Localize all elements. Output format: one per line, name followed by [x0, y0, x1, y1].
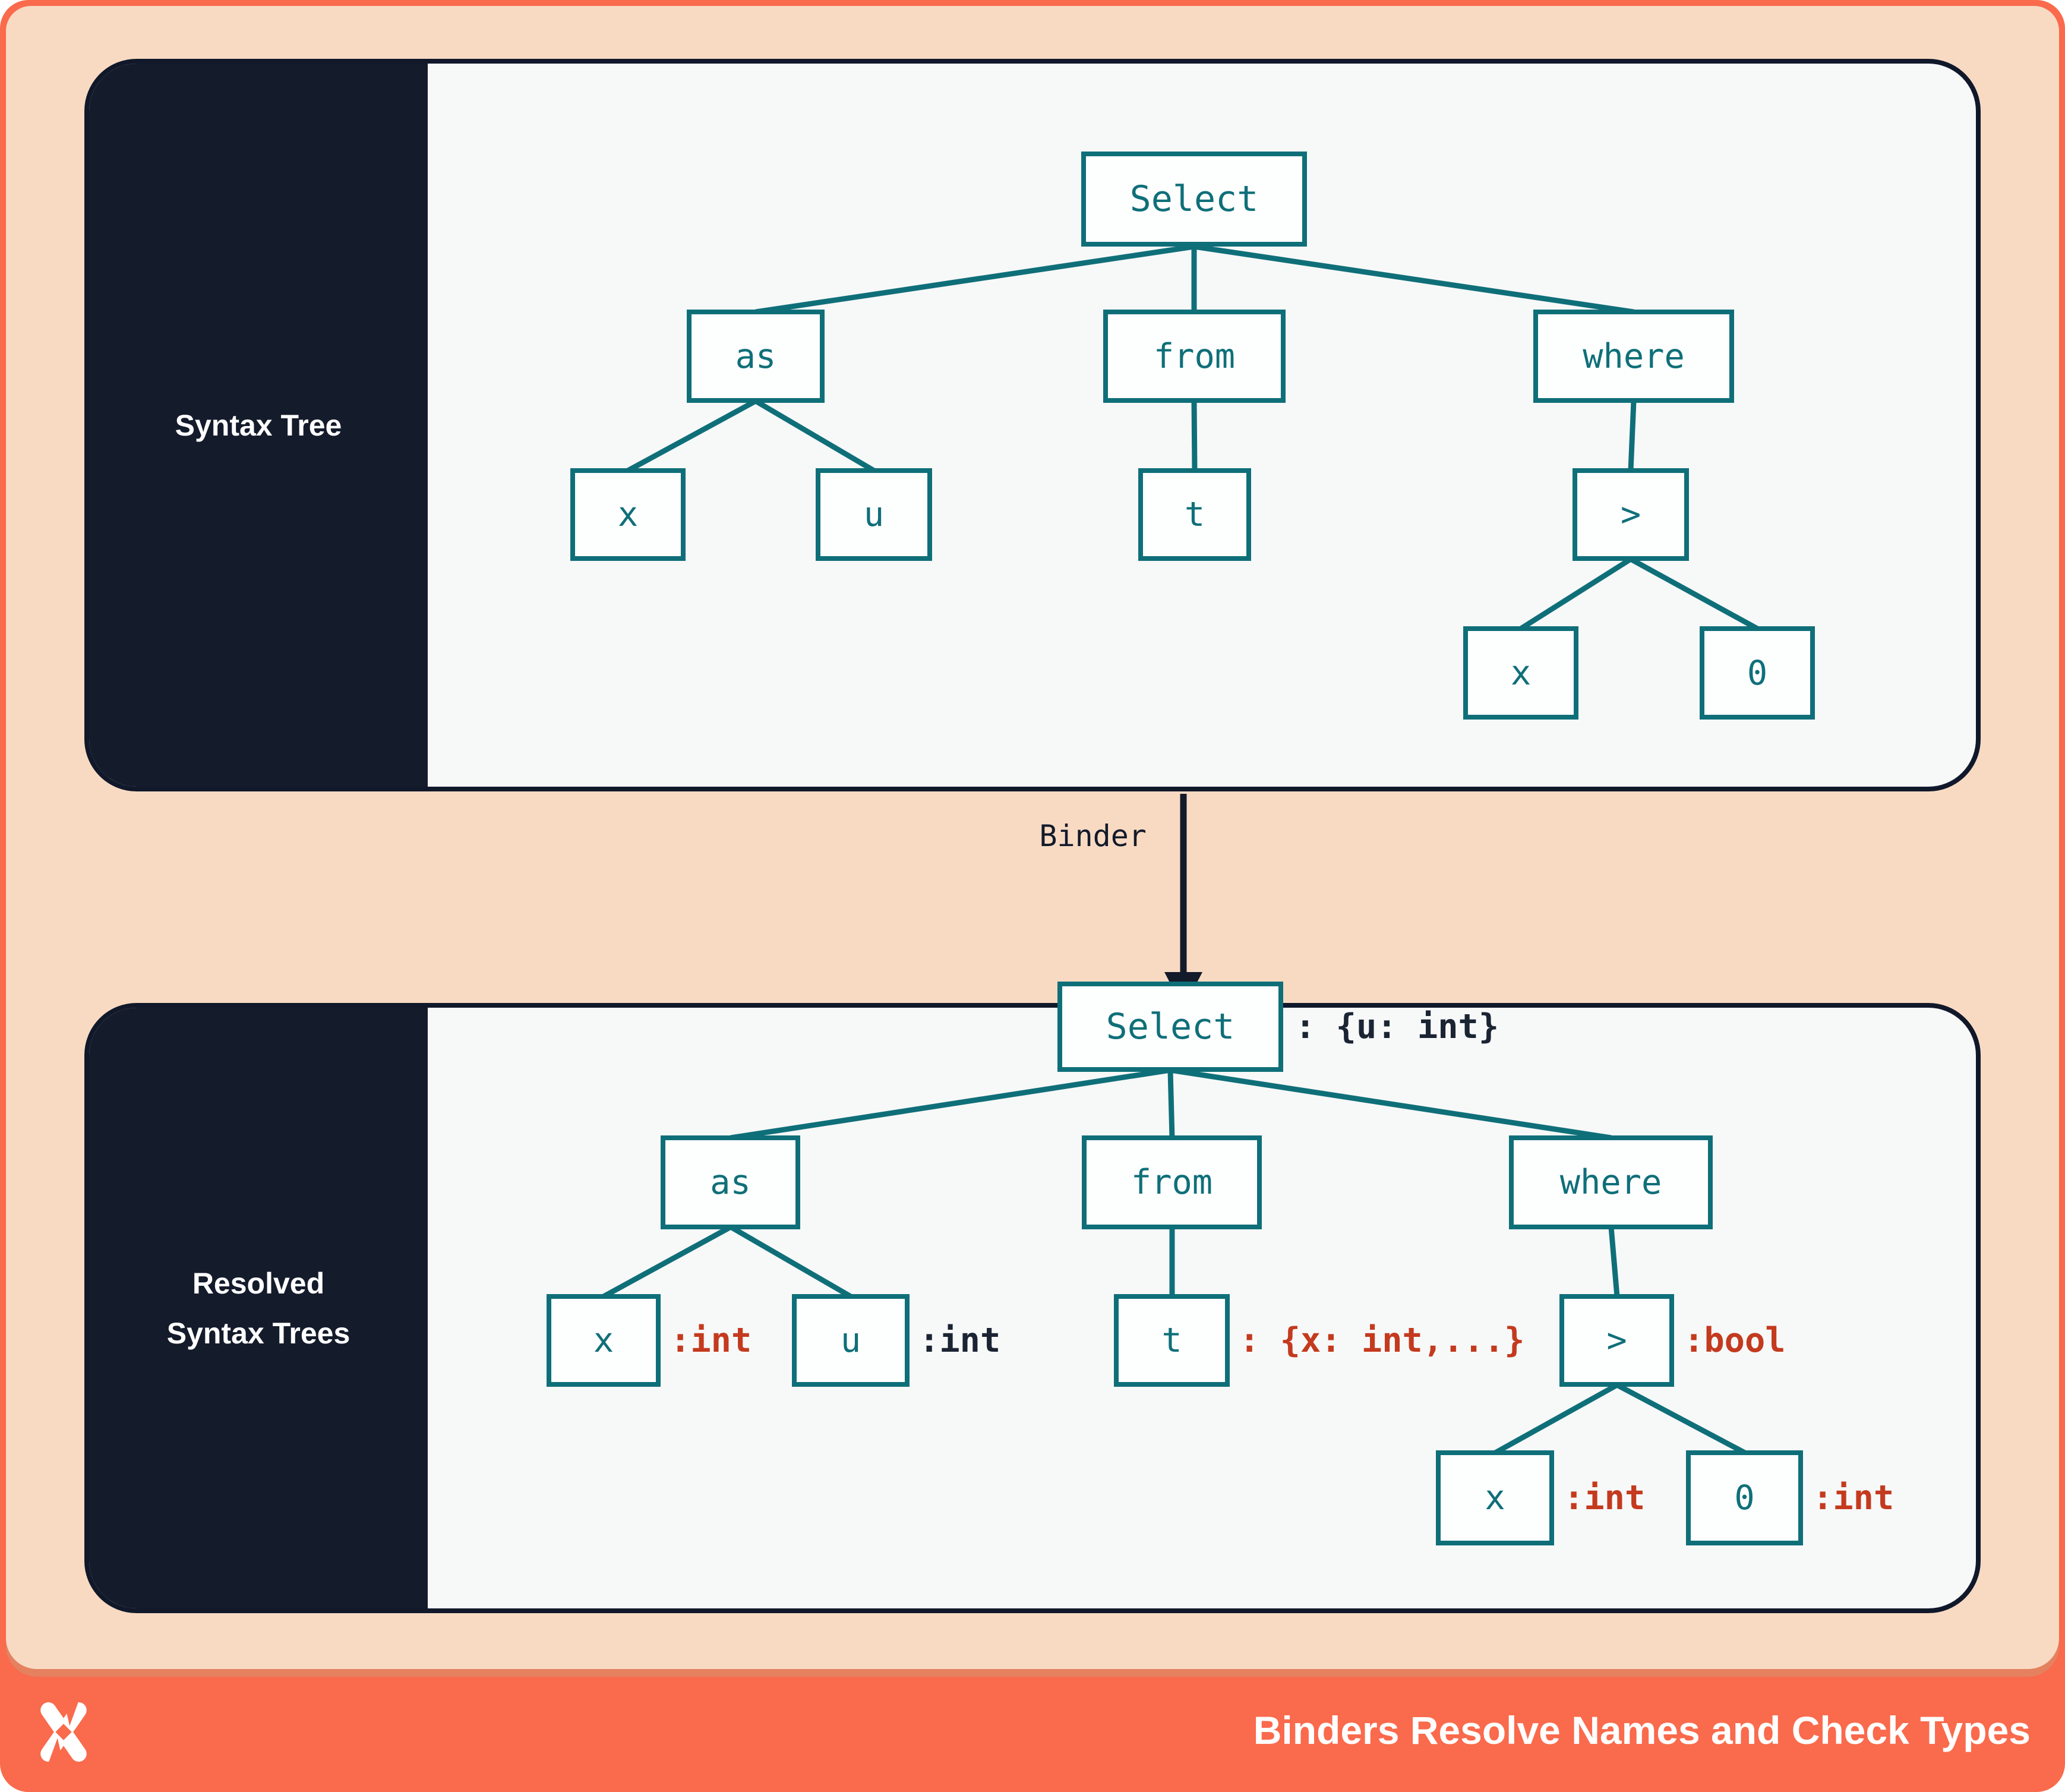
tree-node-x: x [570, 468, 686, 561]
type-annotation-zero: :int [1813, 1478, 1895, 1517]
tree-node-as: as [687, 310, 825, 403]
syntax-tree-sidebar: Syntax Tree [89, 64, 428, 787]
resolved-node-from: from [1082, 1135, 1262, 1229]
type-annotation-u: :int [919, 1321, 1001, 1360]
tree-node-zero: 0 [1700, 626, 1815, 720]
resolved-node-u: u [792, 1294, 910, 1387]
resolved-node-where: where [1509, 1135, 1713, 1229]
resolved-node-as: as [661, 1135, 800, 1229]
type-annotation-t: : {x: int,...} [1239, 1321, 1525, 1360]
resolved-title-line2: Syntax Trees [166, 1316, 351, 1350]
tree-node-select: Select [1081, 152, 1307, 247]
resolved-trees-panel-title: Resolved Syntax Trees [167, 1258, 351, 1358]
type-annotation-x-child: :int [1564, 1478, 1646, 1517]
resolved-node-gt: > [1559, 1294, 1674, 1387]
resolved-node-t: t [1114, 1294, 1230, 1387]
type-annotation-x: :int [670, 1321, 752, 1360]
syntax-tree-panel: Syntax Tree [84, 59, 1981, 791]
resolved-node-zero: 0 [1686, 1450, 1803, 1545]
resolved-trees-sidebar: Resolved Syntax Trees [89, 1008, 428, 1608]
tree-node-x-child: x [1463, 626, 1578, 720]
dolt-x-logo [40, 1702, 87, 1762]
resolved-node-x: x [547, 1294, 661, 1387]
tree-node-gt: > [1573, 468, 1689, 561]
tree-node-t: t [1138, 468, 1251, 561]
type-annotation-gt: :bool [1684, 1321, 1786, 1360]
resolved-node-x-child: x [1436, 1450, 1554, 1545]
resolved-node-select: Select [1057, 982, 1283, 1072]
tree-node-u: u [816, 468, 932, 561]
tree-node-from: from [1103, 310, 1286, 403]
binder-label: Binder [1039, 819, 1147, 853]
type-annotation-select: : {u: int} [1295, 1007, 1499, 1046]
syntax-tree-panel-title: Syntax Tree [175, 408, 342, 442]
tree-node-where: where [1533, 310, 1734, 403]
footer-title: Binders Resolve Names and Check Types [1253, 1708, 2031, 1752]
resolved-title-line1: Resolved [192, 1266, 325, 1300]
